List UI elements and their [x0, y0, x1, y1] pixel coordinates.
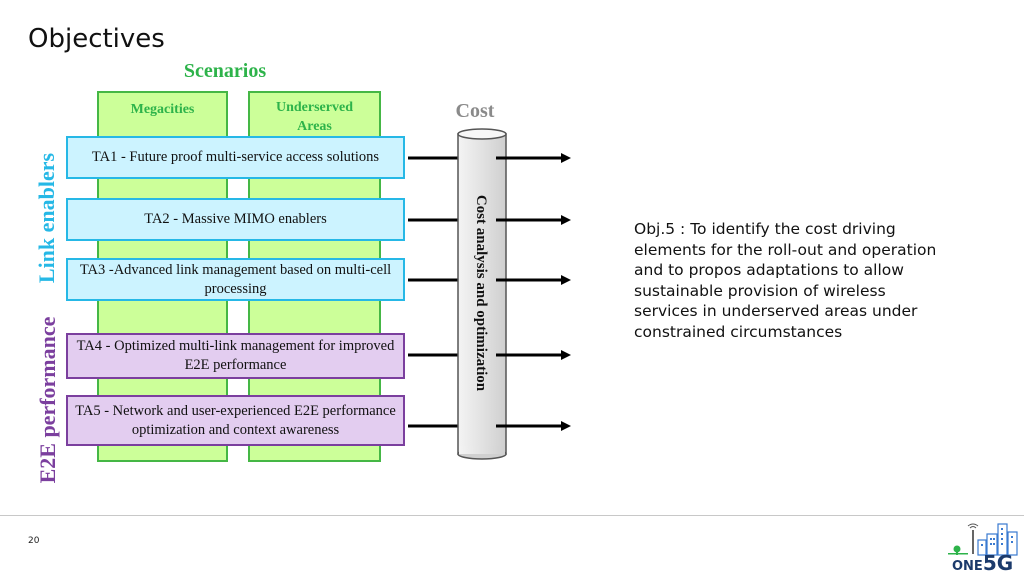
ta4-box: TA4 - Optimized multi-link management fo… [66, 333, 405, 379]
page-title: Objectives [28, 24, 165, 54]
logo-one: ONE [952, 559, 983, 574]
ta2-box: TA2 - Massive MIMO enablers [66, 198, 405, 241]
cost-cylinder [457, 128, 507, 460]
scenarios-title: Scenarios [183, 60, 267, 82]
logo-5g: 5G [982, 551, 1014, 575]
column-header-megacities: Megacities [130, 102, 195, 117]
cost-diagram-graphics [408, 128, 571, 460]
ta3-box: TA3 -Advanced link management based on m… [66, 258, 405, 301]
column-header-underserved: Underserved Areas [276, 100, 353, 134]
cost-title: Cost [455, 100, 495, 122]
link-enablers-label: Link enablers [34, 152, 59, 284]
e2e-performance-label: E2E performance [35, 316, 60, 484]
ta5-box: TA5 - Network and user-experienced E2E p… [66, 395, 405, 446]
city-skyline-icon [948, 523, 1018, 556]
objective-text: Obj.5 : To identify the cost driving ele… [634, 220, 937, 341]
cylinder-label: Cost analysis and optimization [473, 194, 489, 392]
one5g-logo: ONE5G [944, 520, 1020, 575]
logo-text: ONE5G [952, 551, 1013, 575]
ta1-box: TA1 - Future proof multi-service access … [66, 136, 405, 179]
page-number: 20 [28, 536, 40, 546]
footer-divider [0, 515, 1024, 516]
